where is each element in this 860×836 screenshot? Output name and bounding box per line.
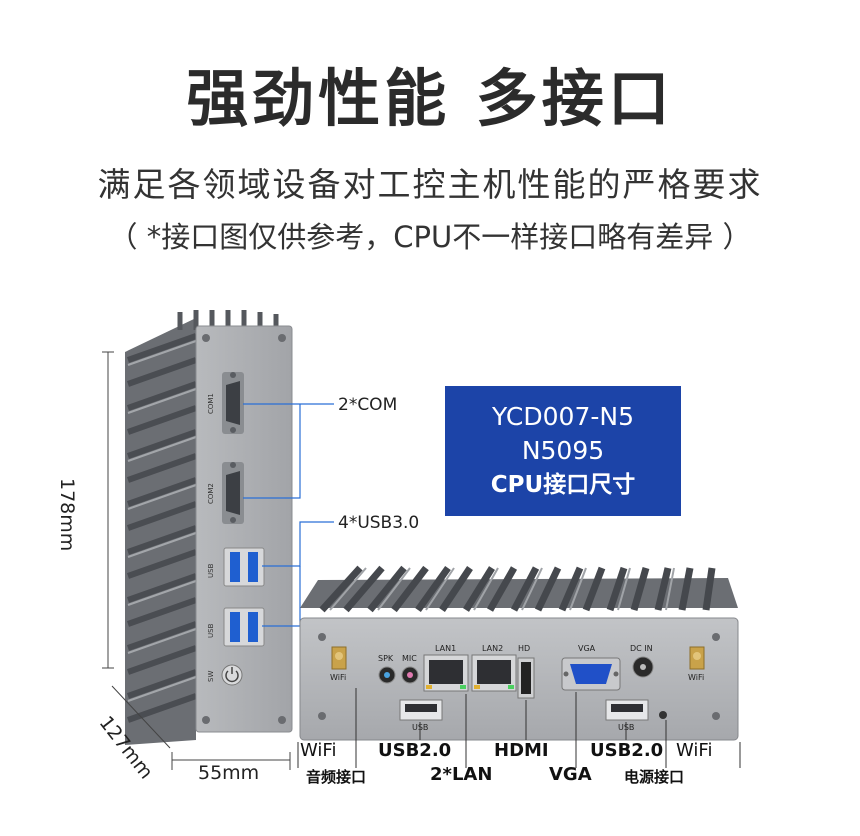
screw xyxy=(202,716,210,724)
usb-label-b: USB xyxy=(207,623,215,638)
side-heatsink-fins xyxy=(125,310,279,745)
lan1-port xyxy=(423,654,469,692)
side-io-panel xyxy=(195,325,293,733)
com-callout-label: 2*COM xyxy=(338,395,398,415)
wifi-antenna-left xyxy=(331,646,347,670)
wifi-left-panel-label: WiFi xyxy=(330,673,346,682)
sw-label: SW xyxy=(207,671,215,682)
model-info-box: YCD007-N5 N5095 CPU接口尺寸 xyxy=(445,386,681,516)
screw xyxy=(202,334,210,342)
model-caption: CPU接口尺寸 xyxy=(490,472,636,498)
wifi-right-label: WiFi xyxy=(676,740,713,761)
disclaimer-note: （ *接口图仅供参考，CPU不一样接口略有差异 ） xyxy=(108,220,752,254)
power-button xyxy=(221,664,243,686)
vga-panel-label: VGA xyxy=(578,644,596,653)
lan2-port xyxy=(471,654,517,692)
com2-label: COM2 xyxy=(207,483,215,504)
screw xyxy=(712,712,720,720)
screw xyxy=(318,712,326,720)
usb-label-a: USB xyxy=(207,563,215,578)
vga-label: VGA xyxy=(549,764,592,785)
mic-label: MIC xyxy=(402,654,417,663)
power-port-label: 电源接口 xyxy=(624,768,685,786)
com1-label: COM1 xyxy=(207,393,215,414)
hd-label: HD xyxy=(518,644,530,653)
vga-port xyxy=(561,657,621,691)
callout-lines xyxy=(243,403,334,627)
com2-port xyxy=(222,462,244,524)
lan1-label: LAN1 xyxy=(435,644,456,653)
spk-label: SPK xyxy=(378,654,394,663)
headline: 强劲性能 多接口 xyxy=(186,62,674,135)
usb2-left-label: USB2.0 xyxy=(378,740,452,761)
screw xyxy=(278,716,286,724)
dc-in-label: DC IN xyxy=(630,644,653,653)
wifi-right-panel-label: WiFi xyxy=(688,673,704,682)
reset-button xyxy=(659,711,667,719)
wifi-left-label: WiFi xyxy=(300,740,337,761)
top-heatsink-fins xyxy=(300,565,738,613)
lan-label: 2*LAN xyxy=(430,764,493,785)
model-name: YCD007-N5 xyxy=(492,402,634,431)
usb3-callout-label: 4*USB3.0 xyxy=(338,513,420,533)
audio-port-label: 音频接口 xyxy=(306,768,367,786)
hdmi-port xyxy=(517,657,535,699)
usb2-right-label: USB2.0 xyxy=(590,740,664,761)
com1-port xyxy=(222,372,244,434)
usb3-port-pair-1 xyxy=(223,547,265,587)
horizontal-unit: WiFi SPK MIC LAN1 LAN2 HD VGA DC IN WiFi… xyxy=(299,565,739,741)
hdmi-label: HDMI xyxy=(494,740,549,761)
screw xyxy=(278,334,286,342)
lan2-label: LAN2 xyxy=(482,644,503,653)
wifi-antenna-right xyxy=(689,646,705,670)
vertical-unit: COM1 COM2 USB USB SW xyxy=(125,310,293,745)
cpu-model: N5095 xyxy=(521,436,605,465)
width-dimension: 55mm xyxy=(198,762,260,784)
dimension-lines xyxy=(102,351,291,770)
bottom-callout-lines xyxy=(297,688,741,768)
screw xyxy=(712,633,720,641)
subheadline: 满足各领域设备对工控主机性能的严格要求 xyxy=(97,165,763,204)
usb2-port-right xyxy=(605,699,649,721)
usb3-port-pair-2 xyxy=(223,607,265,647)
screw xyxy=(318,633,326,641)
height-dimension: 178mm xyxy=(56,478,78,552)
usb2-port-left xyxy=(399,699,443,721)
